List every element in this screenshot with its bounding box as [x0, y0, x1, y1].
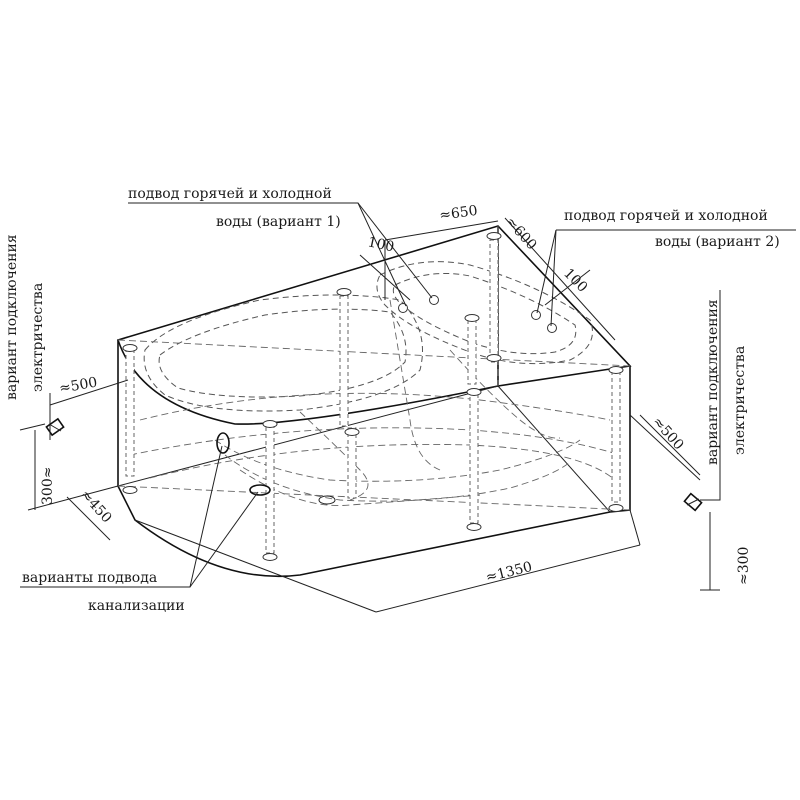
drain-outlets — [216, 432, 336, 505]
dim-300-right: ≈300 — [736, 547, 752, 585]
electric-connectors — [45, 417, 703, 512]
dim-600: ≈600 — [502, 214, 540, 253]
dim-450: ≈450 — [77, 487, 115, 526]
dim-500-right: ≈500 — [649, 414, 687, 453]
water-v1-label-line2: воды (вариант 1) — [216, 214, 341, 230]
elec-left-label-line1: вариант подключения — [4, 234, 20, 400]
elec-right-label-line2: электричества — [732, 346, 748, 455]
dim-1350: ≈1350 — [484, 559, 534, 586]
support-legs — [125, 239, 621, 554]
dim-100-left: 100 — [366, 234, 395, 255]
elec-left-label-line2: электричества — [30, 283, 46, 392]
dim-100-right: 100 — [560, 266, 590, 296]
dim-650: ≈650 — [438, 203, 478, 224]
water-inlets-v1 — [398, 295, 439, 313]
elec-right-label-line1: вариант подключения — [705, 299, 721, 465]
dim-300-left: 300≈ — [40, 467, 56, 505]
drain-label-line2: канализации — [88, 598, 185, 614]
dimension-lines — [27, 217, 720, 613]
water-v2-label-line1: подвод горячей и холодной — [564, 208, 768, 224]
drain-label-line1: варианты подвода — [22, 570, 157, 586]
water-v2-label-line2: воды (вариант 2) — [655, 234, 780, 250]
water-inlets-v2 — [531, 310, 557, 333]
leg-feet — [122, 232, 624, 561]
water-v1-label-line1: подвод горячей и холодной — [128, 186, 332, 202]
leader-lines — [19, 202, 796, 588]
dim-500-left: ≈500 — [58, 375, 99, 397]
bathtub-bowl-hidden — [117, 226, 631, 511]
